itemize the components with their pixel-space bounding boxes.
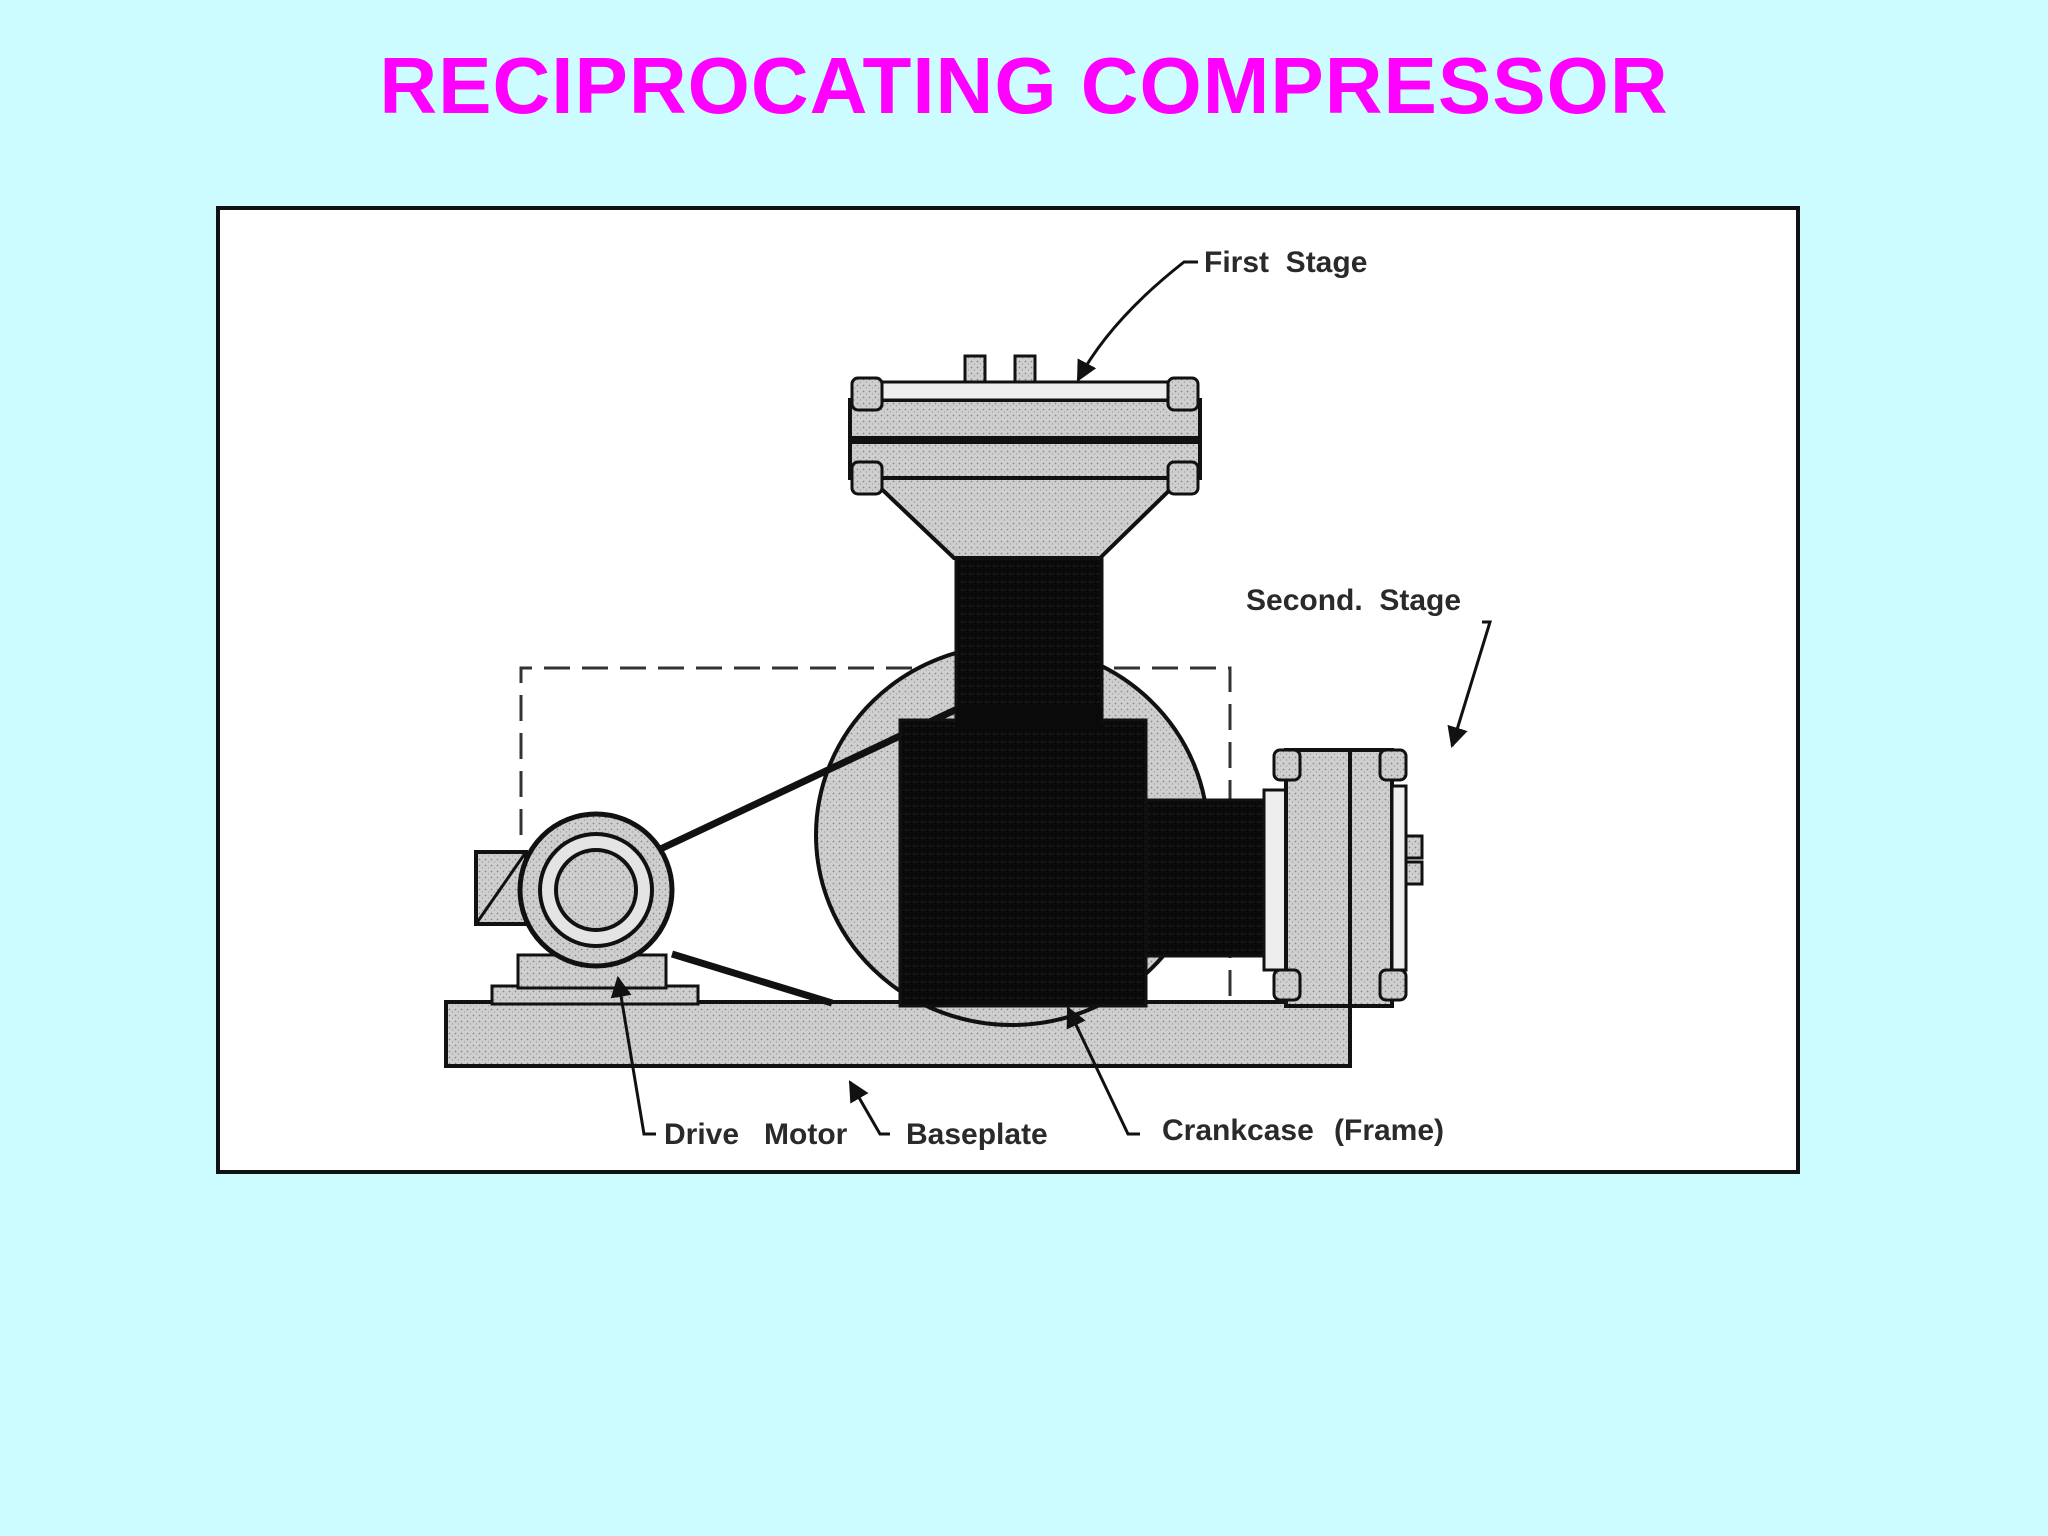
- page-title: RECIPROCATING COMPRESSOR: [379, 41, 1669, 130]
- crankcase-shoulder: [956, 708, 1102, 732]
- label-drive-motor: Drive Motor: [664, 1118, 848, 1151]
- label-baseplate: Baseplate: [906, 1118, 1048, 1151]
- compressor-diagram: First Stage Second. Stage Drive Motor Ba…: [444, 246, 1493, 1151]
- leader-lines: [610, 260, 1493, 1136]
- label-frame: (Frame): [1334, 1114, 1444, 1147]
- baseplate: [444, 1000, 1352, 1068]
- first-stage-head: [848, 354, 1202, 496]
- drive-motor: [517, 811, 675, 969]
- crankcase-block: [898, 718, 1148, 1008]
- label-second-stage: Second. Stage: [1246, 584, 1461, 617]
- label-crankcase: Crankcase: [1162, 1114, 1314, 1147]
- label-first-stage: First Stage: [1204, 246, 1367, 279]
- second-stage-head: [1262, 748, 1424, 1008]
- first-stage-cone: [865, 476, 1187, 560]
- diagram-frame: First Stage Second. Stage Drive Motor Ba…: [216, 206, 1800, 1174]
- second-stage-cylinder: [1144, 798, 1266, 958]
